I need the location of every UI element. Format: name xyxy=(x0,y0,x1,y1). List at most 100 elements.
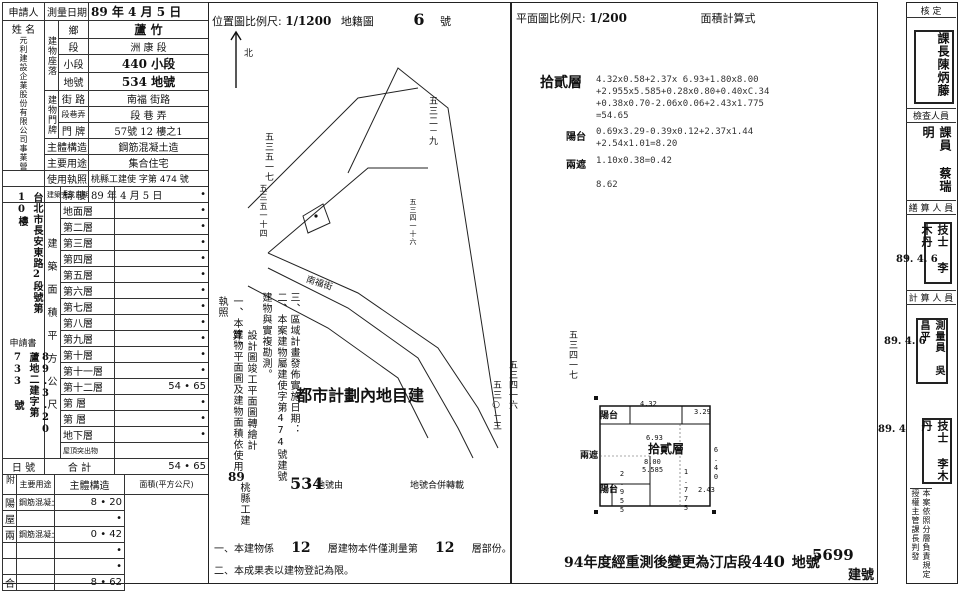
structure: 鋼筋混凝土造 xyxy=(88,138,209,155)
balcony-calc: 0.69x3.29-0.39x0.12+2.37x1.44 +2.54x1.01… xyxy=(596,126,753,150)
plan-dim-4: 8.00 xyxy=(644,458,661,466)
lot-534-text: 地號由 xyxy=(316,481,344,491)
section: 洲 康 段 xyxy=(88,38,209,55)
annex-total-label: 合 計 xyxy=(2,574,17,591)
main-calc-line-1: +2.955x5.585+0.28x0.80+0.40xC.34 xyxy=(596,87,770,97)
area-side-char: 築 xyxy=(47,261,58,273)
lot-no: 534 地號 xyxy=(88,72,209,91)
number-label: 門 牌 xyxy=(58,122,89,139)
note-year: 89 xyxy=(228,470,245,484)
floor-name: 第二層 xyxy=(60,218,115,235)
bottom-note-1-a: 一、本建物係 xyxy=(214,544,274,555)
floor-row: 第二層• xyxy=(3,218,209,235)
floor-row: 地下層• xyxy=(3,426,209,443)
floor-row: 第六層• xyxy=(3,282,209,299)
floor-row: 第八層• xyxy=(3,314,209,331)
annex-side: 附 屬 建 物 xyxy=(2,474,17,495)
floor-row: 第七層• xyxy=(3,298,209,315)
annex-use xyxy=(2,542,17,559)
structure-label: 主體構造 xyxy=(44,138,89,155)
loc-label-0: 鄉 xyxy=(58,20,89,39)
approval-column xyxy=(906,2,958,584)
renderer-label: 繕 算 人 員 xyxy=(906,200,956,215)
calc-date: 89. 4. 6 xyxy=(884,336,926,347)
floor-name: 第十二層 xyxy=(60,378,115,395)
total-table: 日 號 合 計 54 • 65 xyxy=(2,458,209,475)
inspector-label: 檢查人員 xyxy=(906,108,956,123)
note-1: 二、本案建物屬建使字第474號建號建物與實複勘測。 xyxy=(260,292,286,482)
floor-area: • xyxy=(114,330,209,347)
calc-floor-title: 拾貳層 xyxy=(540,75,582,91)
address-vertical: 台北市長安東路2段號第10樓 xyxy=(16,192,42,314)
subtotal: 8.62 xyxy=(596,180,618,190)
floor-row: 建築面積平方公尺騎 樓• xyxy=(2,186,209,459)
area-side-char: 面 xyxy=(47,284,58,296)
usage-label: 主要用途 xyxy=(44,154,89,171)
floor-area: • xyxy=(114,202,209,219)
footer-lot: 440 xyxy=(751,552,785,571)
calc-stamp: 測量員 吳昌平 xyxy=(916,318,948,384)
annex-header-use: 主要用途 xyxy=(16,474,55,495)
floor-plan-frame xyxy=(510,2,878,584)
bottom-note-1-d: 12 xyxy=(435,540,455,556)
floor-name: 屋頂突出物 xyxy=(60,442,115,459)
balcony-calc-label: 陽台 xyxy=(566,132,586,143)
annex-header-struct: 主體構造 xyxy=(54,474,125,495)
main-calc: 4.32x0.58+2.37x 6.93+1.80x8.00 +2.955x5.… xyxy=(596,74,769,122)
lot-label-2: 五三五一十四 xyxy=(259,184,268,238)
floor-area xyxy=(114,442,209,459)
merge-text: 地號合併轉載 xyxy=(410,481,465,491)
floor-area: • xyxy=(114,426,209,443)
floor-name: 第四層 xyxy=(60,250,115,267)
location-vlabel: 建物座落 xyxy=(44,20,59,91)
floor-name: 第七層 xyxy=(60,298,115,315)
plan-dim-7: 1.775 xyxy=(682,468,690,513)
floor-area: • xyxy=(114,218,209,235)
renderer-date: 89. 4. 6 xyxy=(896,254,938,265)
plan-dim-6: 2.43 xyxy=(698,486,715,494)
note-2: 一、本建物平面圖及建物面積依使用執照 xyxy=(216,296,242,472)
number: 57號 12 樓之1 xyxy=(88,122,209,139)
application-label: 申請書 xyxy=(9,339,37,349)
plan-scale-value: 1/200 xyxy=(589,11,627,25)
floor-name: 第八層 xyxy=(60,314,115,331)
floor-area: • xyxy=(114,250,209,267)
annex-struct xyxy=(16,542,55,559)
annex-total: 8 • 62 xyxy=(54,574,125,591)
floor-name: 第 層 xyxy=(60,410,115,427)
annex-area: 8 • 20 xyxy=(54,494,125,511)
total-label: 合 計 xyxy=(44,458,115,475)
annex-row: • xyxy=(2,542,209,559)
location-map-frame xyxy=(208,2,512,584)
floor-row: 第 層• xyxy=(3,410,209,427)
annex-area: • xyxy=(54,510,125,527)
floor-row: 第四層• xyxy=(3,250,209,267)
floor-name: 第十一層 xyxy=(60,362,115,379)
lot-label-6: 五三○－三 xyxy=(491,380,501,431)
footer-lot-suffix: 地號 xyxy=(791,555,820,571)
usage: 集合住宅 xyxy=(88,154,209,171)
calc-label: 計 算 人 員 xyxy=(906,290,956,305)
license: 桃縣工建使 字第 474 號 xyxy=(88,170,209,187)
floor-name: 騎 樓 xyxy=(60,186,115,203)
building-label: 建物門牌 xyxy=(44,90,59,139)
plan-rain-label: 兩遮 xyxy=(580,451,599,461)
road-label: 街 路 xyxy=(58,90,89,107)
plan-balcony-top: 陽台 xyxy=(600,411,619,421)
zone-text: 都市計劃內地目建 xyxy=(296,386,425,405)
floor-name: 地面層 xyxy=(60,202,115,219)
annex-use: 陽 台 xyxy=(2,494,17,511)
surveyor-stamp: 技士 李木丹 xyxy=(920,418,952,484)
lot-label-0: 五三二－九 xyxy=(427,96,437,146)
plan-floor-label: 拾貳層 xyxy=(648,442,685,456)
surveyor-date: 89. 4 xyxy=(878,424,906,435)
approval-footnote: 本案依照分層負責規定授權主管課長判發 xyxy=(910,488,932,579)
floor-row: 第五層• xyxy=(3,266,209,283)
annex-area: 0 • 42 xyxy=(54,526,125,543)
annex-table: 附 屬 建 物 主要用途 主體構造 面積(平方公尺) 陽 台鋼筋混凝土造8 • … xyxy=(2,474,209,591)
floor-name: 地下層 xyxy=(60,426,115,443)
footer-section: 汀店段 xyxy=(709,555,752,571)
main-calc-line-3: =54.65 xyxy=(596,111,629,121)
lot-534: 534 xyxy=(290,474,324,493)
